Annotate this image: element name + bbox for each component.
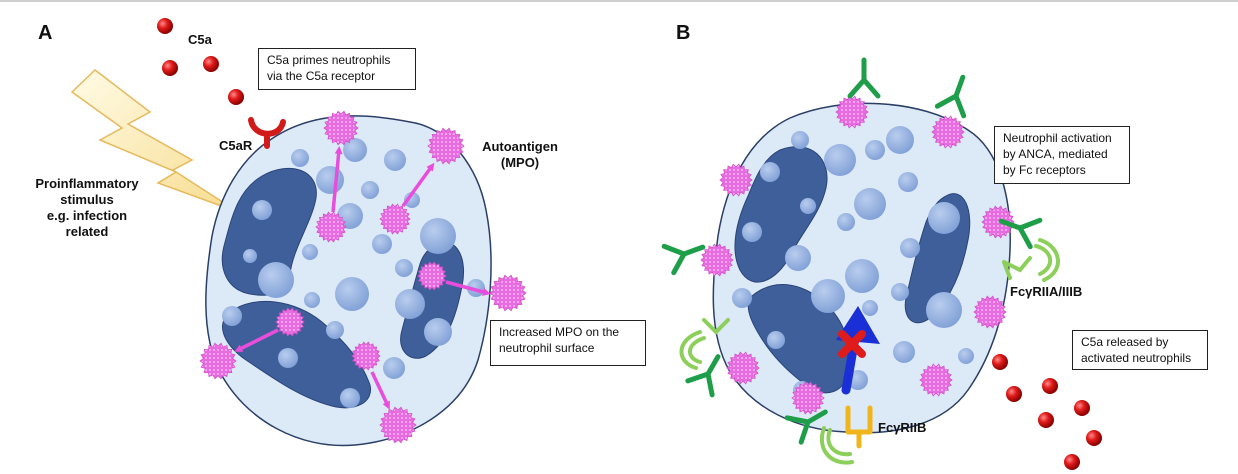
stimulus-line: e.g. infection [46, 208, 128, 223]
mpo-particle [275, 307, 305, 337]
c5a-label: C5a [188, 32, 212, 47]
mpo-particle [351, 341, 381, 371]
box-line: Neutrophil activation [1003, 131, 1112, 145]
mpo-particle [323, 110, 359, 146]
panel-letter-b: B [676, 22, 691, 44]
mpo-particle [315, 211, 347, 243]
mpo-particle [427, 127, 465, 165]
fc-gamma-riib-receptor-icon [845, 405, 873, 449]
c5a-priming-box: C5a primes neutrophils via the C5a recep… [258, 48, 416, 90]
mpo-particle [981, 205, 1015, 239]
stimulus-label: Proinflammatory stimulus e.g. infection … [22, 176, 152, 240]
mpo-surface-box: Increased MPO on the neutrophil surface [490, 320, 646, 366]
panel-a [70, 18, 527, 447]
mpo-particle [700, 243, 734, 277]
box-line: C5a released by [1081, 335, 1169, 349]
stimulus-line: Proinflammatory [35, 176, 139, 191]
box-line: via the C5a receptor [267, 69, 376, 83]
mpo-particle [835, 95, 869, 129]
autoantigen-line: (MPO) [500, 155, 540, 170]
mpo-particle [489, 274, 527, 312]
mpo-particles-b [700, 95, 1015, 415]
granules-a [222, 138, 485, 408]
mpo-particle [791, 381, 825, 415]
c5ar-label: C5aR [219, 138, 253, 153]
c5a-receptor-icon [248, 117, 286, 149]
box-line: activated neutrophils [1081, 351, 1192, 365]
mpo-particle [719, 163, 753, 197]
mpo-particle [379, 203, 411, 235]
autoantigen-line: Autoantigen [482, 139, 558, 154]
mpo-particle [919, 363, 953, 397]
c5a-molecules-b [992, 354, 1102, 470]
mpo-particles-a [199, 110, 527, 444]
neutrophil-activation-box: Neutrophil activation by ANCA, mediated … [994, 126, 1130, 184]
fc-gamma-receptors [679, 238, 1060, 465]
c5a-release-box: C5a released by activated neutrophils [1072, 330, 1208, 370]
mpo-particle [379, 406, 417, 444]
mpo-particle [417, 261, 447, 291]
signal-cross-icon [838, 330, 866, 358]
c5a-molecules-a [157, 18, 244, 105]
nucleus-lobe [734, 146, 828, 283]
fc-receptor-label: FcγRIIA/IIIB [1010, 284, 1083, 299]
top-border [0, 0, 1238, 2]
box-line: Increased MPO on the [499, 325, 620, 339]
stimulus-line: stimulus [60, 192, 114, 207]
mpo-particle [931, 115, 965, 149]
box-line: C5a primes neutrophils [267, 53, 391, 67]
box-line: by ANCA, mediated [1003, 147, 1108, 161]
box-line: by Fc receptors [1003, 163, 1086, 177]
autoantigen-label: Autoantigen (MPO) [470, 139, 570, 171]
box-line: neutrophil surface [499, 341, 595, 355]
fc-inhibitory-label: FcγRIIB [878, 420, 927, 435]
mpo-translocation-arrows-a [234, 146, 491, 410]
lightning-bolt-icon [70, 69, 239, 213]
panel-letter-a: A [38, 22, 53, 44]
panel-b [664, 60, 1102, 470]
mpo-particle [973, 295, 1007, 329]
stimulus-line: related [65, 224, 109, 239]
mpo-particle [199, 342, 237, 380]
mpo-particle [726, 351, 760, 385]
